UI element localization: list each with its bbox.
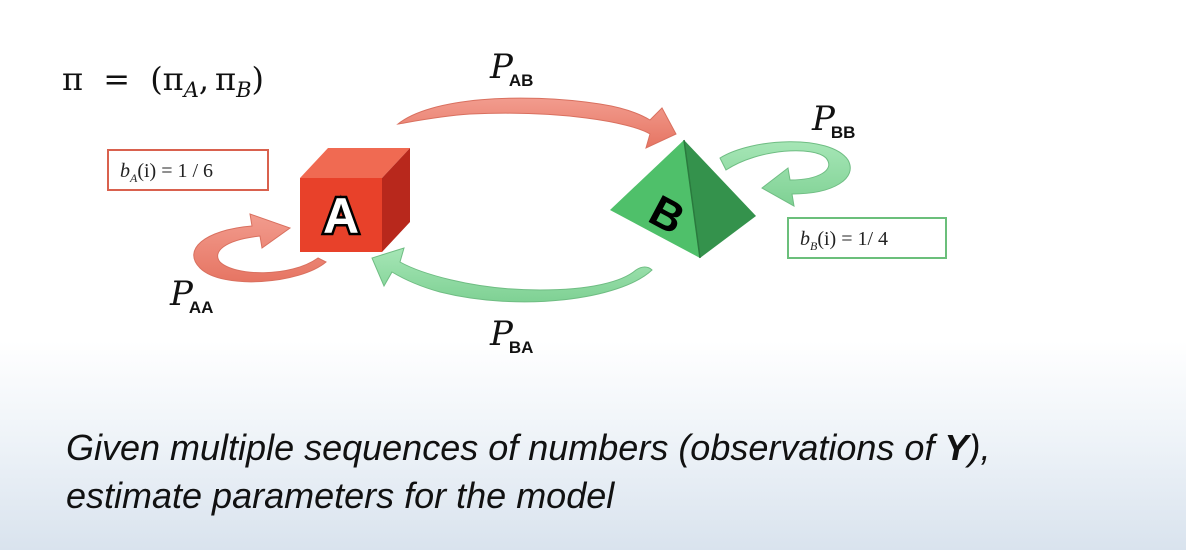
state-a-label: A [323,188,359,244]
emission-box-a: bA(i) = 1 / 6 [107,149,269,191]
transition-arrow-ab [396,97,677,149]
state-b-pyramid: B [610,139,756,259]
transition-label-bb: PBB [811,99,855,142]
svg-text:bB(i) = 1/ 4: bB(i) = 1/ 4 [800,228,888,253]
initial-distribution-formula: π = (πA,πB) [62,60,264,102]
self-loop-arrow-bb [719,141,851,207]
transition-label-ba: PBA [489,314,533,357]
svg-text:bA(i) = 1 / 6: bA(i) = 1 / 6 [120,160,213,185]
caption-line-1: Given multiple sequences of numbers (obs… [66,427,991,468]
caption: Given multiple sequences of numbers (obs… [66,424,1176,520]
hmm-diagram: π = (πA,πB) A B bA(i) = 1 / 6 bB(i) = 1/… [62,47,947,357]
transition-label-ab: PAB [489,47,533,90]
transition-arrow-ba [371,247,653,303]
transition-label-aa: PAA [169,274,213,317]
emission-box-b: bB(i) = 1/ 4 [787,217,947,259]
caption-line-2: estimate parameters for the model [66,475,615,516]
state-a-cube: A [300,148,410,252]
self-loop-arrow-aa [193,213,327,283]
